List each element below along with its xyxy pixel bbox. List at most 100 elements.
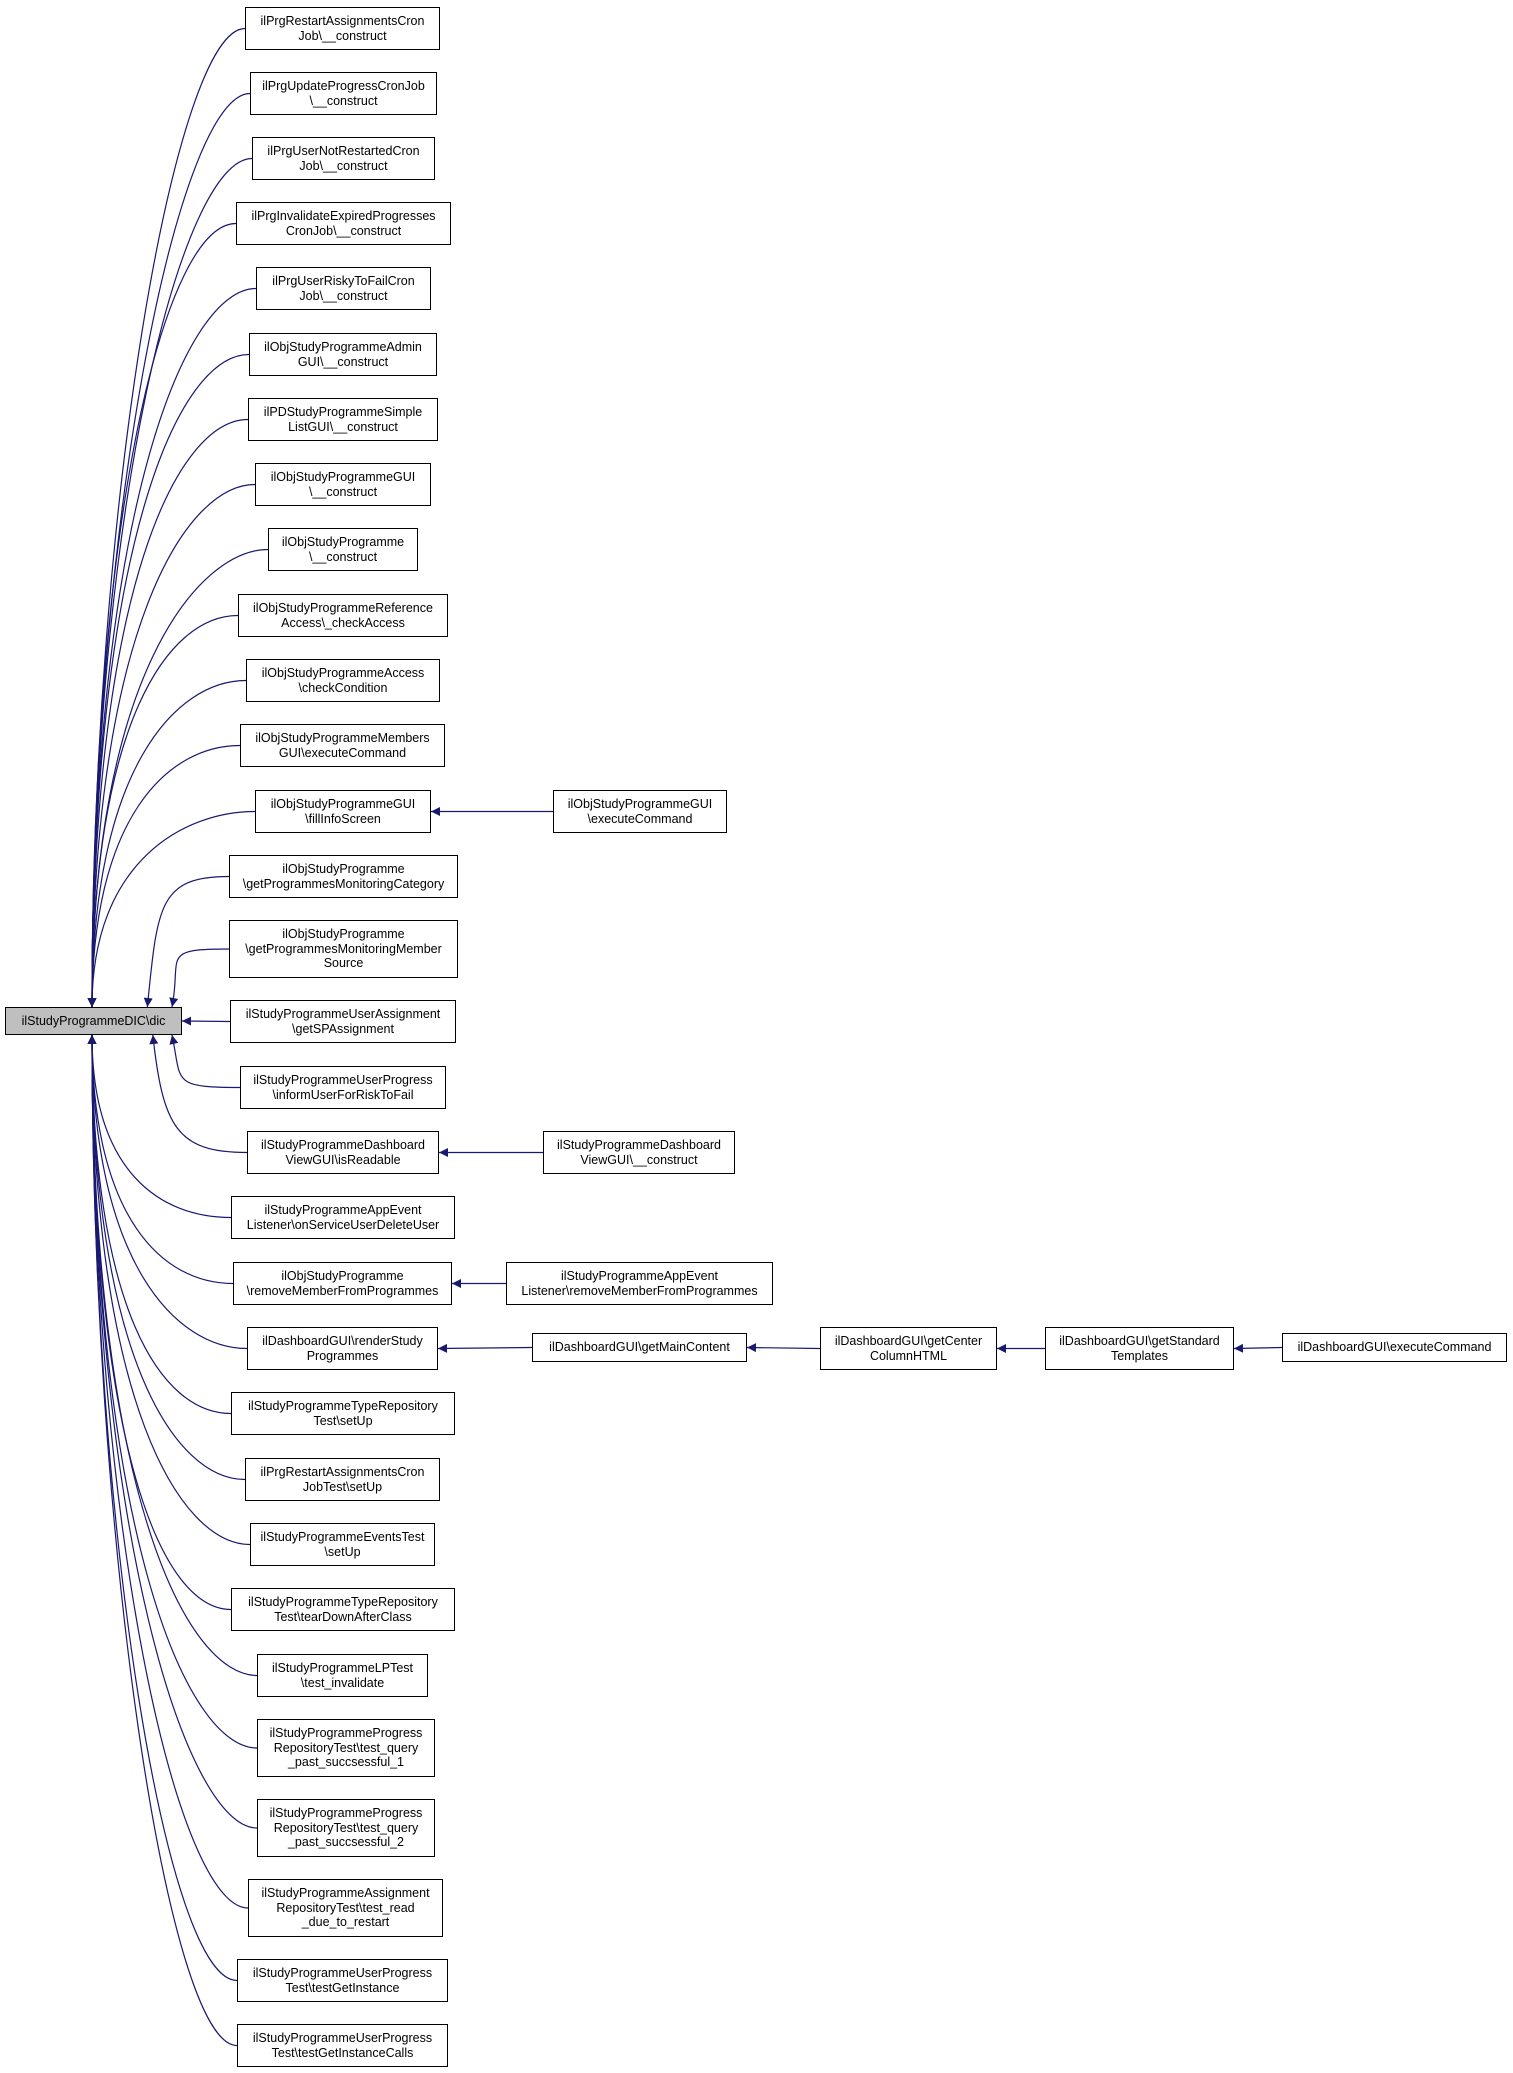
node-label-line: Job\__construct — [298, 28, 387, 43]
node-label-line: ilStudyProgrammeAppEvent — [264, 1203, 422, 1217]
node-label-line: _past_succsessful_2 — [287, 1835, 405, 1850]
call-edge — [87, 1034, 234, 1285]
node-label-line: ilObjStudyProgrammeGUI — [270, 470, 416, 484]
node-label-line: RepositoryTest\test_read — [276, 1900, 415, 1915]
node-label-line: ilDashboardGUI\renderStudy — [262, 1334, 423, 1348]
node-label-line: Listener\removeMemberFromProgrammes — [521, 1283, 758, 1298]
node-label-line: ilObjStudyProgrammeAdmin — [264, 340, 422, 354]
node-label-line: \fillInfoScreen — [305, 811, 381, 826]
node-label-line: ilStudyProgrammeDashboard — [557, 1138, 721, 1152]
call-node[interactable]: ilDashboardGUI\executeCommand — [1282, 1333, 1507, 1362]
node-label-line: \__construct — [308, 549, 378, 564]
node-label-line: _due_to_restart — [301, 1915, 390, 1930]
node-label-line: Test\setUp — [313, 1413, 373, 1428]
call-node[interactable]: ilObjStudyProgrammeGUI\__construct — [255, 463, 431, 506]
node-label-line: GUI\executeCommand — [278, 745, 407, 760]
node-label-line: Listener\onServiceUserDeleteUser — [246, 1217, 440, 1232]
node-label-line: ilObjStudyProgramme — [281, 1269, 404, 1283]
node-label-line: ilStudyProgrammeAppEvent — [560, 1269, 719, 1283]
call-edge — [87, 27, 246, 1008]
call-node[interactable]: ilObjStudyProgrammeAccess\checkCondition — [246, 659, 440, 702]
call-node[interactable]: ilPrgUpdateProgressCronJob\__construct — [250, 72, 437, 115]
node-label-line: \getSPAssignment — [292, 1021, 394, 1036]
call-edge — [87, 483, 256, 1008]
node-label-line: Access\_checkAccess — [281, 615, 405, 630]
node-label-line: \getProgrammesMonitoringCategory — [242, 876, 445, 891]
call-node[interactable]: ilObjStudyProgrammeGUI\fillInfoScreen — [255, 790, 431, 833]
call-edge — [87, 353, 250, 1008]
node-label-line: ilDashboardGUI\getCenter — [834, 1334, 983, 1348]
call-node[interactable]: ilObjStudyProgramme\getProgrammesMonitor… — [229, 920, 458, 978]
node-label-line: ilStudyProgrammeDashboard — [261, 1138, 425, 1152]
node-label-line: ViewGUI\isReadable — [285, 1152, 401, 1167]
node-label-line: ilStudyProgrammeLPTest — [271, 1661, 414, 1675]
node-label-line: ilPrgUserNotRestartedCron — [267, 144, 420, 158]
call-edge — [87, 1034, 249, 1909]
node-label-line: ilDashboardGUI\executeCommand — [1297, 1340, 1492, 1355]
node-label-line: ilPrgUserRiskyToFailCron — [272, 274, 415, 288]
call-node[interactable]: ilObjStudyProgrammeGUI\executeCommand — [553, 790, 727, 833]
node-label-line: Test\tearDownAfterClass — [274, 1609, 412, 1624]
call-edge — [87, 1034, 232, 1415]
node-label-line: ilStudyProgrammeUserProgress — [253, 1073, 433, 1087]
node-label-line: ilPDStudyProgrammeSimple — [263, 405, 423, 419]
root-node[interactable]: ilStudyProgrammeDIC\dic — [5, 1007, 182, 1035]
call-node[interactable]: ilStudyProgrammeUserAssignment\getSPAssi… — [230, 1000, 456, 1043]
node-label-line: \__construct — [309, 93, 378, 108]
node-label-line: ilObjStudyProgramme — [282, 862, 405, 876]
node-label-line: RepositoryTest\test_query — [273, 1820, 419, 1835]
node-label-line: \executeCommand — [587, 811, 693, 826]
node-label-line: ilPrgUpdateProgressCronJob — [262, 79, 425, 93]
call-node[interactable]: ilStudyProgrammeLPTest\test_invalidate — [257, 1654, 428, 1697]
call-edge — [87, 1034, 258, 1677]
call-edge — [181, 1016, 231, 1026]
call-node[interactable]: ilObjStudyProgramme\getProgrammesMonitor… — [229, 855, 458, 898]
call-node[interactable]: ilObjStudyProgramme\removeMemberFromProg… — [233, 1262, 452, 1305]
call-node[interactable]: ilDashboardGUI\getMainContent — [532, 1333, 747, 1362]
node-label-line: ilStudyProgrammeProgress — [269, 1726, 423, 1741]
node-label-line: ilDashboardGUI\getStandard — [1059, 1334, 1220, 1348]
node-label-line: Job\__construct — [299, 288, 388, 303]
call-edge — [87, 1034, 258, 1829]
node-label-line: \getProgrammesMonitoringMember — [245, 941, 442, 956]
node-label-line: JobTest\setUp — [302, 1479, 383, 1494]
node-label-line: ilPrgInvalidateExpiredProgresses — [251, 209, 436, 223]
call-node[interactable]: ilStudyProgrammeUserProgress\informUserF… — [240, 1066, 446, 1109]
call-edge — [87, 1034, 238, 1982]
call-edge — [149, 1034, 248, 1154]
call-node[interactable]: ilObjStudyProgramme\__construct — [268, 528, 418, 571]
node-label-line: ilObjStudyProgrammeGUI — [270, 797, 416, 811]
node-label-line: ilObjStudyProgrammeMembers — [255, 731, 430, 745]
node-label-line: \informUserForRiskToFail — [272, 1087, 414, 1102]
node-label-line: ilStudyProgrammeProgress — [269, 1806, 423, 1821]
call-node[interactable]: ilStudyProgrammeEventsTest\setUp — [250, 1523, 435, 1566]
node-label-line: \setUp — [324, 1544, 361, 1559]
node-label-line: \test_invalidate — [300, 1675, 385, 1690]
call-edge — [437, 1343, 533, 1353]
node-label-line: \checkCondition — [298, 680, 388, 695]
